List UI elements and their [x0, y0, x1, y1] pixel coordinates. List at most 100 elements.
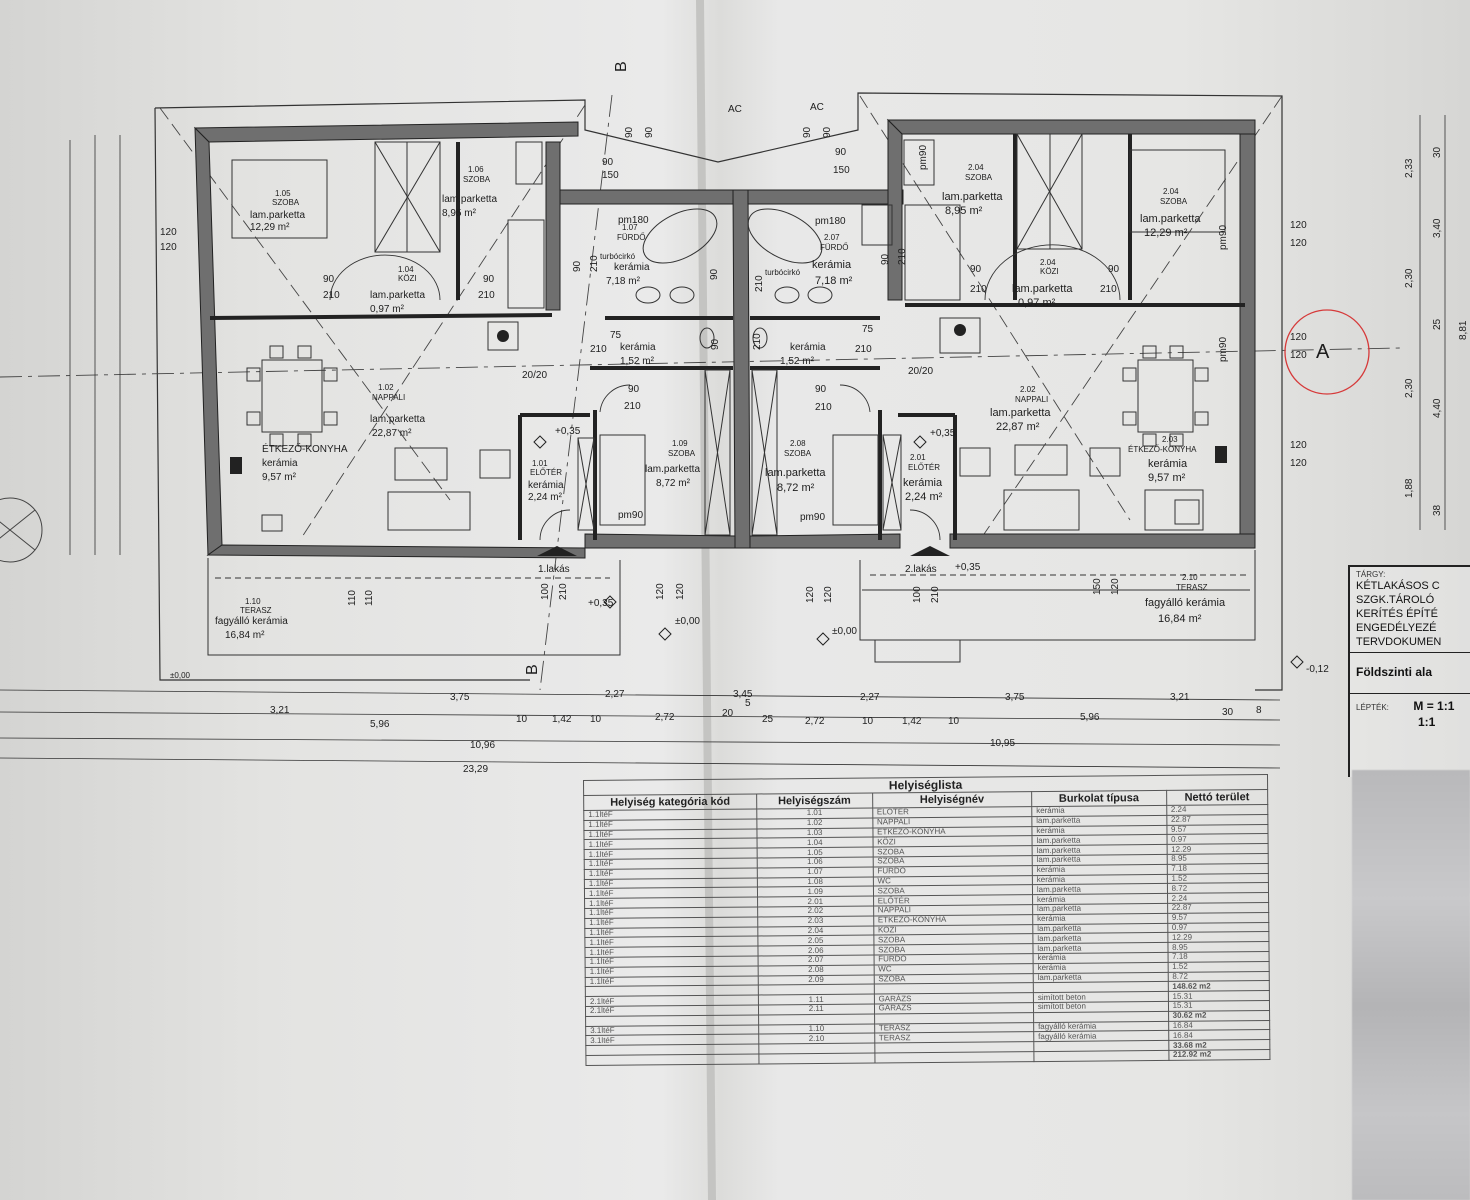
room-area: 22,87 m²	[996, 421, 1040, 433]
room-num: 2.04	[1040, 258, 1056, 267]
room-finish: fagyálló kerámia	[215, 616, 288, 627]
wardrobes	[374, 133, 1083, 536]
fixture-label: pm90	[800, 512, 825, 523]
room-finish: kerámia	[614, 262, 650, 273]
dimension-label: 3,21	[1170, 692, 1190, 703]
opening-label: 210	[624, 401, 641, 412]
dimension-label: 25	[1432, 318, 1443, 330]
room-name: FÜRDŐ	[820, 243, 848, 252]
fixture-label: pm90	[918, 145, 929, 170]
room-finish: lam.parketta	[370, 414, 425, 425]
level-label: +0,35	[955, 562, 981, 573]
room-finish: lam.parketta	[942, 191, 1003, 203]
room-num: 1.01	[532, 459, 548, 468]
entry-label: 2.lakás	[905, 564, 937, 575]
room-area: 8,95 m²	[442, 208, 477, 219]
dimension-label: 4,40	[1432, 398, 1443, 418]
level-label: -0,12	[1306, 664, 1329, 675]
dimension-label: 23,29	[463, 764, 488, 775]
fixture-label: pm180	[618, 215, 649, 226]
room-num: 2.07	[824, 233, 840, 242]
room-finish: fagyálló kerámia	[1145, 597, 1226, 609]
opening-label: 210	[815, 402, 832, 413]
opening-label: 90	[709, 268, 720, 280]
room-num: 2.03	[1162, 435, 1178, 444]
room-name: SZOBA	[668, 449, 696, 458]
subject-label: TÁRGY:	[1356, 570, 1386, 579]
exterior-walls	[193, 118, 1256, 559]
opening-label: 120	[655, 583, 666, 600]
fixture-label: pm90	[618, 510, 643, 521]
opening-label: 210	[589, 255, 600, 272]
room-labels-unit2: 2.04 SZOBA lam.parketta 8,95 m² 2.04 SZO…	[765, 163, 1226, 625]
room-num: 1.07	[622, 223, 638, 232]
room-finish: kerámia	[1148, 458, 1188, 470]
opening-label: 210	[855, 344, 872, 355]
fixture-label: turbócirkó	[600, 252, 636, 261]
opening-label: 210	[478, 290, 495, 301]
ac-label-right: AC	[810, 102, 824, 113]
room-name: ÉTKEZŐ-KONYHA	[1128, 445, 1197, 454]
room-area: 16,84 m²	[225, 630, 265, 641]
opening-label: 150	[1092, 578, 1103, 595]
opening-label: 90	[644, 126, 655, 138]
opening-label: 75	[610, 330, 622, 341]
subject-line-5: TERVDOKUMEN	[1356, 636, 1442, 648]
dimension-label: 3,75	[1005, 692, 1025, 703]
dimension-label: 3,75	[450, 692, 470, 703]
terraces	[207, 550, 1256, 663]
room-finish: kerámia	[812, 259, 852, 271]
title-block-scale: LÉPTÉK: M = 1:1 1:1	[1350, 694, 1470, 732]
room-num: 2.04	[1163, 187, 1179, 196]
room-num: 1.06	[468, 165, 484, 174]
opening-label: 90	[815, 384, 827, 395]
opening-label: 90	[624, 126, 635, 138]
room-area: 16,84 m²	[1158, 613, 1202, 625]
dimension-lines	[0, 115, 1446, 769]
dimension-label: 5,96	[1080, 712, 1100, 723]
room-num: 2.10	[1182, 573, 1198, 582]
scale-label: LÉPTÉK:	[1356, 703, 1389, 712]
section-mark-b-bottom: B	[524, 664, 541, 675]
dimension-label: 20	[722, 708, 734, 719]
room-name: ÉTKEZŐ-KONYHA	[262, 441, 348, 455]
dimension-label: 8,81	[1458, 320, 1469, 340]
opening-label: 120	[1290, 238, 1307, 249]
level-label: ±0,00	[170, 671, 191, 680]
dimension-label: 10	[516, 714, 528, 725]
room-name: SZOBA	[463, 175, 491, 184]
opening-label: 90	[710, 338, 721, 350]
entry-arrows	[537, 546, 950, 556]
opening-label: 120	[805, 586, 816, 603]
dimension-label: 5,96	[370, 719, 390, 730]
dimension-label: 2,30	[1404, 268, 1415, 288]
fixture-label: pm180	[815, 216, 846, 227]
dimension-label: 5	[745, 698, 751, 709]
room-num: 2.01	[910, 453, 926, 462]
title-block-sheet: Földszinti ala	[1350, 653, 1470, 694]
opening-label: 90	[802, 126, 813, 138]
room-area: 9,57 m²	[1148, 472, 1186, 484]
dimension-label: 1,42	[552, 714, 572, 725]
level-label: +0,35	[555, 426, 581, 437]
level-markers	[533, 435, 1304, 669]
boilers	[230, 324, 1227, 474]
opening-label: 120	[1290, 440, 1307, 451]
room-num: 1.04	[398, 265, 414, 274]
table-cell	[758, 1052, 875, 1064]
room-num: 1.09	[672, 439, 688, 448]
level-label: +0,35	[930, 428, 956, 439]
room-name: SZOBA	[272, 198, 300, 207]
room-name: ELŐTÉR	[530, 468, 562, 477]
room-labels-unit1: 1.05 SZOBA lam.parketta 12,29 m² 1.06 SZ…	[215, 165, 700, 641]
opening-label: 210	[970, 284, 987, 295]
opening-label: 120	[823, 586, 834, 603]
table-header-cell: Helyiségszám	[756, 792, 873, 809]
redacted-area	[1352, 770, 1470, 1200]
dimension-label: 10,96	[470, 740, 495, 751]
room-area: 8,95 m²	[945, 205, 983, 217]
opening-label: 210	[754, 275, 765, 292]
